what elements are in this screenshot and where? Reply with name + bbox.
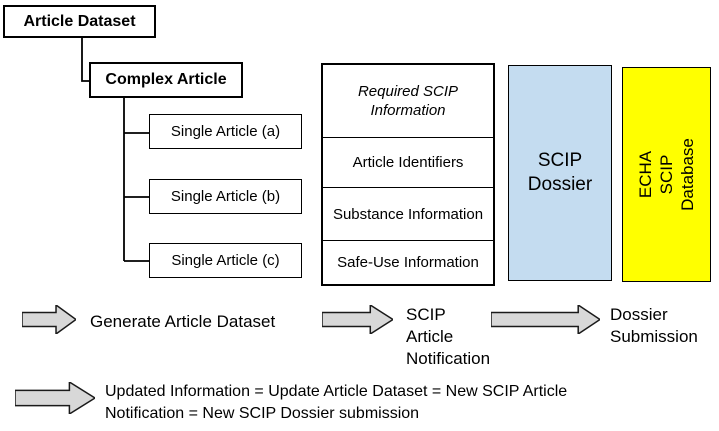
echa-scip-database-box: ECHA SCIP Database [622,67,711,282]
dossier-submission-label: Dossier Submission [610,305,698,346]
info-table-row-substance-information: Substance Information [323,187,493,240]
update-note-label: Updated Information = Update Article Dat… [105,383,568,422]
single-article-b-box: Single Article (b) [149,179,302,214]
required-scip-info-table: Required SCIP Information Article Identi… [321,63,495,286]
single-article-a-box: Single Article (a) [149,114,302,149]
complex-article-box: Complex Article [89,62,243,98]
generate-article-dataset-label: Generate Article Dataset [90,312,276,331]
right-arrow-icon [322,305,393,334]
right-arrow-icon [491,305,600,334]
scip-article-notification-label: SCIP Article Notification [406,305,491,368]
article-dataset-box: Article Dataset [3,5,156,38]
scip-dossier-box: SCIP Dossier [508,65,612,281]
info-table-header: Required SCIP Information [357,83,459,119]
info-table-row-article-identifiers: Article Identifiers [323,137,493,187]
echa-scip-database-label: ECHA SCIP Database [636,138,697,211]
right-arrow-icon [15,382,95,414]
info-table-row-safe-use-information: Safe-Use Information [323,240,493,284]
single-article-c-box: Single Article (c) [149,243,302,278]
right-arrow-icon [22,305,76,334]
